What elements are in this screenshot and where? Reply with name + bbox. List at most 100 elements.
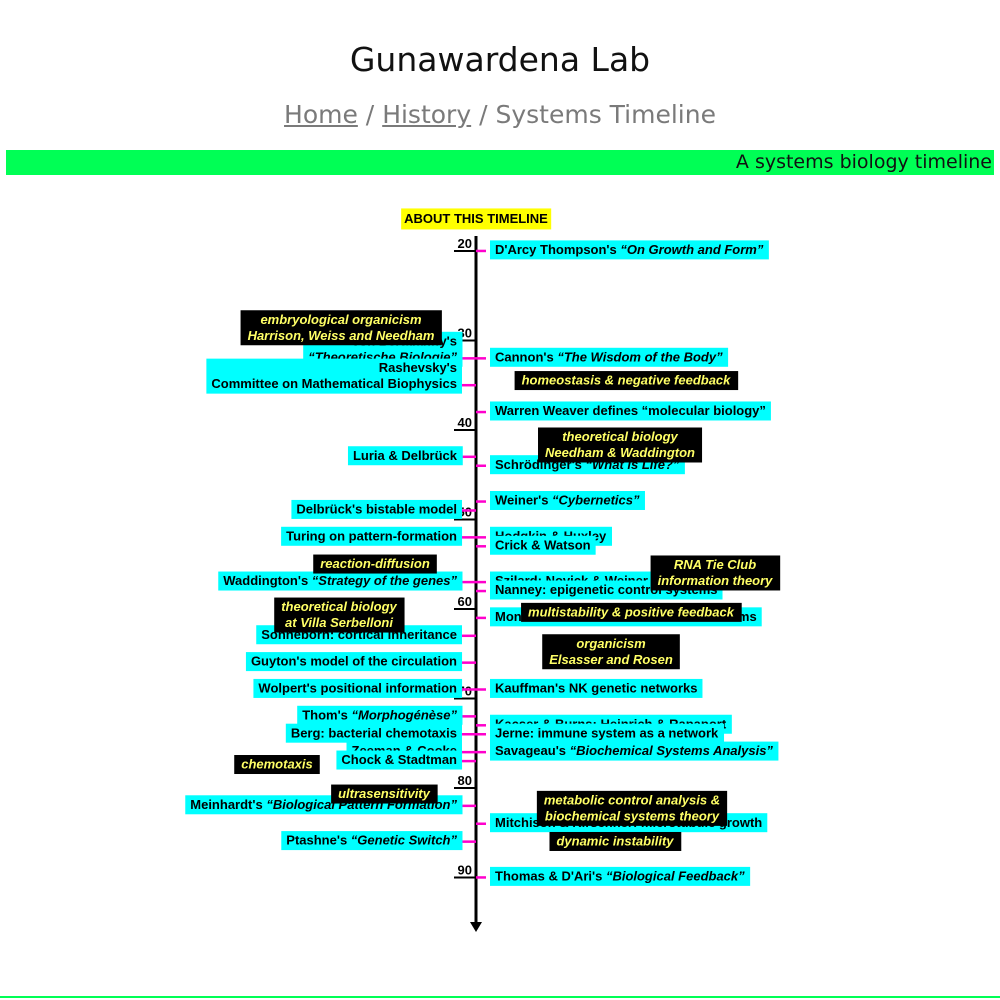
theme-label: Elsasser and Rosen	[549, 652, 673, 667]
theme-box	[514, 371, 739, 391]
about-timeline-label-part: ABOUT THIS TIMELINE	[404, 211, 548, 226]
event-label-part: D'Arcy Thompson's	[495, 242, 620, 257]
theme-label: embryological organicism	[260, 312, 422, 327]
event-label: Jerne: immune system as a network	[495, 726, 719, 741]
event-label: Crick & Watson	[495, 538, 591, 553]
event-label-box	[490, 401, 771, 421]
event-label-box	[490, 723, 725, 743]
event-label-box	[291, 499, 462, 519]
page-banner: A systems biology timeline	[6, 150, 994, 175]
decade-label: 20	[458, 236, 472, 251]
event-label-part: Ptashne's	[286, 833, 351, 848]
event-label-box	[297, 705, 463, 725]
decade-label: 40	[458, 415, 472, 430]
event-label: Luria & Delbrück	[353, 448, 458, 463]
theme-label: reaction-diffusion	[320, 557, 430, 572]
event-label-box	[490, 347, 729, 367]
breadcrumb-home-link[interactable]: Home	[284, 100, 358, 129]
theme-label-part: organicism	[576, 636, 646, 651]
event-label-part: Thomas & D'Ari's	[495, 869, 606, 884]
event-label: D'Arcy Thompson's “On Growth and Form”	[495, 242, 764, 257]
banner-text: A systems biology timeline	[735, 151, 992, 173]
event-label-box	[253, 678, 463, 698]
event-label-part: Wolpert's positional information	[258, 681, 457, 696]
theme-label: Harrison, Weiss and Needham	[248, 328, 435, 343]
theme-label-part: multistability & positive feedback	[528, 605, 735, 620]
event-label: Turing on pattern-formation	[286, 529, 457, 544]
breadcrumb: Home / History / Systems Timeline	[0, 100, 1000, 129]
event-label-box	[218, 571, 463, 591]
event-label-part: Rashevsky's	[379, 361, 457, 376]
event-label-part: Kauffman's NK genetic networks	[495, 681, 697, 696]
about-timeline-box	[401, 208, 552, 230]
theme-label: information theory	[658, 573, 774, 588]
theme-label-part: homeostasis & negative feedback	[522, 373, 732, 388]
event-label-box	[281, 831, 463, 851]
event-label-box	[347, 446, 463, 466]
event-label-part: Luria & Delbrück	[353, 448, 458, 463]
theme-label-part: dynamic instability	[556, 834, 674, 849]
event-label-part: Turing on pattern-formation	[286, 529, 457, 544]
theme-box	[536, 790, 728, 826]
event-label-part: Savageau's	[495, 744, 570, 759]
breadcrumb-separator: /	[471, 100, 496, 129]
theme-label-part: reaction-diffusion	[320, 557, 430, 572]
event-label-part: “Biological Feedback”	[606, 869, 745, 884]
event-label-part: Thom's	[302, 708, 351, 723]
event-label-box	[490, 490, 645, 510]
theme-box	[650, 555, 781, 591]
theme-label-part: ultrasensitivity	[338, 787, 431, 802]
event-label-part: “On Growth and Form”	[620, 242, 763, 257]
theme-label-part: theoretical biology	[281, 600, 397, 615]
event-label: Rashevsky's	[379, 361, 457, 376]
event-label-part: Waddington's	[223, 574, 312, 589]
event-label: Ptashne's “Genetic Switch”	[286, 833, 457, 848]
bottom-divider	[0, 996, 1000, 998]
theme-label-part: theoretical biology	[562, 429, 678, 444]
theme-label-part: Needham & Waddington	[545, 445, 695, 460]
site-title: Gunawardena Lab	[349, 40, 651, 79]
breadcrumb-separator: /	[357, 100, 383, 129]
event-label-box	[206, 358, 462, 394]
theme-label: biochemical systems theory	[545, 809, 720, 824]
event-label: Cannon's “The Wisdom of the Body”	[495, 350, 723, 365]
theme-label: metabolic control analysis &	[544, 793, 720, 808]
event-label-part: Crick & Watson	[495, 538, 591, 553]
theme-label-part: biochemical systems theory	[545, 809, 720, 824]
event-label-part: “The Wisdom of the Body”	[557, 350, 723, 365]
event-label-part: Delbrück's bistable model	[296, 502, 457, 517]
event-label-box	[490, 535, 596, 555]
event-label: Weiner's “Cybernetics”	[495, 493, 640, 508]
theme-label: theoretical biology	[281, 600, 397, 615]
event-label-part: Chock & Stadtman	[341, 753, 457, 768]
breadcrumb-history-link[interactable]: History	[382, 100, 472, 129]
event-label: Berg: bacterial chemotaxis	[291, 726, 457, 741]
event-label-box	[490, 741, 779, 761]
theme-label: multistability & positive feedback	[528, 605, 735, 620]
event-label: Waddington's “Strategy of the genes”	[223, 574, 457, 589]
event-label-part: “Strategy of the genes”	[312, 574, 458, 589]
theme-label-part: at Villa Serbelloni	[285, 616, 393, 631]
event-label-part: Berg: bacterial chemotaxis	[291, 726, 457, 741]
theme-box	[234, 755, 320, 775]
event-label: Committee on Mathematical Biophysics	[211, 377, 457, 392]
event-label: Thomas & D'Ari's “Biological Feedback”	[495, 869, 745, 884]
decade-label: 80	[458, 773, 472, 788]
decade-label: 60	[458, 594, 472, 609]
event-label-box	[490, 240, 769, 260]
event-label-part: Committee on Mathematical Biophysics	[211, 377, 457, 392]
theme-label-part: chemotaxis	[241, 757, 313, 772]
event-label-box	[245, 652, 463, 672]
theme-label: dynamic instability	[556, 834, 674, 849]
theme-label-part: metabolic control analysis &	[544, 793, 720, 808]
event-label-part: Cannon's	[495, 350, 557, 365]
about-timeline-label: ABOUT THIS TIMELINE	[404, 211, 548, 226]
theme-label: organicism	[576, 636, 646, 651]
event-label-box	[285, 723, 462, 743]
event-label-part: “Genetic Switch”	[351, 833, 458, 848]
event-label-part: Meinhardt's	[190, 797, 266, 812]
theme-box	[331, 784, 438, 804]
theme-label: Needham & Waddington	[545, 445, 695, 460]
event-label: Savageau's “Biochemical Systems Analysis…	[495, 744, 773, 759]
event-label: Delbrück's bistable model	[296, 502, 457, 517]
